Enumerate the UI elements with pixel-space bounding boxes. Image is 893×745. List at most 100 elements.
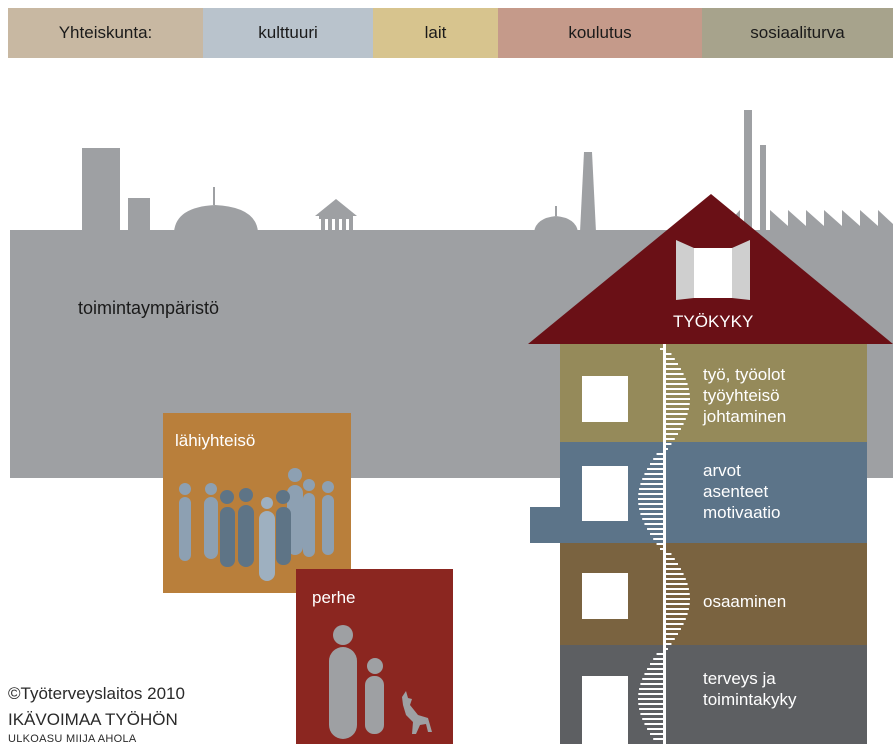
stair-step bbox=[660, 348, 664, 350]
credits-layout: ULKOASU MIIJA AHOLA bbox=[8, 733, 137, 745]
dome-building bbox=[174, 205, 258, 232]
stair-step bbox=[664, 588, 689, 590]
stair-step bbox=[638, 503, 664, 505]
stair-step bbox=[639, 708, 664, 710]
floor-2-line-3: motivaatio bbox=[703, 503, 781, 522]
stair-step bbox=[647, 728, 664, 730]
window-floor-1 bbox=[582, 376, 628, 422]
second-chimney bbox=[760, 145, 766, 234]
floor-4-line-2: toimintakyky bbox=[703, 690, 797, 709]
stair-step bbox=[656, 543, 664, 545]
stair-step bbox=[638, 493, 664, 495]
roof-window-icon bbox=[676, 240, 750, 300]
stair-step bbox=[664, 448, 668, 450]
window-floor-2 bbox=[582, 466, 628, 521]
floor-1-line-2: työyhteisö bbox=[703, 386, 780, 405]
stair-step bbox=[642, 718, 664, 720]
stair-step bbox=[664, 393, 690, 395]
stair-step bbox=[664, 648, 668, 650]
stair-step bbox=[664, 563, 678, 565]
floor-3-line-1: osaaminen bbox=[703, 592, 787, 611]
stair-step bbox=[664, 398, 690, 400]
stair-step bbox=[664, 558, 675, 560]
stair-step bbox=[640, 483, 664, 485]
culture-tab: kulttuuri bbox=[203, 8, 373, 58]
stair-step bbox=[664, 413, 688, 415]
small-dome bbox=[534, 216, 578, 232]
stair-step bbox=[664, 603, 690, 605]
stair-step bbox=[664, 633, 678, 635]
stair-step bbox=[664, 613, 688, 615]
stair-step bbox=[642, 678, 664, 680]
community-label: lähiyhteisö bbox=[175, 431, 256, 450]
stair-step bbox=[640, 713, 664, 715]
laws-tab: lait bbox=[373, 8, 498, 58]
stair-step bbox=[664, 443, 672, 445]
society-label: Yhteiskunta: bbox=[58, 23, 153, 42]
stair-step bbox=[664, 598, 690, 600]
dome-spire bbox=[213, 187, 215, 205]
stair-step bbox=[664, 623, 684, 625]
stair-step bbox=[642, 478, 664, 480]
stair-step bbox=[664, 358, 675, 360]
community-box: lähiyhteisö bbox=[163, 413, 351, 593]
stair-step bbox=[656, 653, 664, 655]
stair-step bbox=[644, 473, 664, 475]
stair-step bbox=[664, 378, 686, 380]
stair-step bbox=[639, 688, 664, 690]
stair-step bbox=[644, 673, 664, 675]
stair-step bbox=[664, 363, 678, 365]
chimney bbox=[580, 152, 596, 232]
family-people-icon bbox=[329, 625, 432, 739]
family-label: perhe bbox=[312, 588, 356, 607]
stair-step bbox=[638, 698, 664, 700]
copyright-text: ©Työterveyslaitos 2010 bbox=[8, 684, 185, 703]
stair-step bbox=[650, 663, 664, 665]
stair-step bbox=[653, 538, 664, 540]
staircase bbox=[638, 348, 690, 740]
social-security-label: sosiaaliturva bbox=[750, 23, 845, 42]
stair-step bbox=[664, 553, 672, 555]
stair-step bbox=[653, 738, 664, 740]
stair-step bbox=[664, 638, 675, 640]
pavilion-roof bbox=[315, 199, 357, 216]
stair-step bbox=[647, 468, 664, 470]
floor-3-text: osaaminen bbox=[703, 591, 786, 612]
stair-step bbox=[664, 593, 690, 595]
credits-title: IKÄVOIMAA TYÖHÖN bbox=[8, 710, 178, 729]
stair-step bbox=[664, 568, 681, 570]
education-label: koulutus bbox=[568, 23, 632, 42]
tall-chimney bbox=[744, 110, 752, 234]
stair-step bbox=[664, 403, 690, 405]
stair-step bbox=[642, 518, 664, 520]
stair-step bbox=[664, 573, 684, 575]
stair-step bbox=[664, 423, 684, 425]
stair-step bbox=[638, 693, 664, 695]
window-floor-3 bbox=[582, 573, 628, 619]
stair-step bbox=[650, 533, 664, 535]
stair-step bbox=[664, 583, 688, 585]
stair-step bbox=[664, 418, 686, 420]
stair-step bbox=[664, 608, 689, 610]
stair-step bbox=[644, 723, 664, 725]
small-building bbox=[128, 198, 150, 232]
floor-2-text: arvot asenteet motivaatio bbox=[703, 460, 780, 523]
stair-step bbox=[638, 703, 664, 705]
stair-step bbox=[664, 578, 686, 580]
laws-label: lait bbox=[424, 23, 447, 42]
floor-1-line-3: johtaminen bbox=[703, 407, 787, 426]
stair-step bbox=[640, 683, 664, 685]
stair-step bbox=[664, 373, 684, 375]
stair-step bbox=[664, 618, 686, 620]
door bbox=[582, 676, 628, 744]
stair-step bbox=[664, 353, 672, 355]
stair-step bbox=[647, 668, 664, 670]
community-people-icon bbox=[179, 468, 334, 581]
stair-step bbox=[664, 388, 689, 390]
floor-4-line-1: terveys ja bbox=[703, 669, 776, 688]
society-label-tab: Yhteiskunta: bbox=[8, 8, 203, 58]
balcony bbox=[530, 507, 562, 543]
stair-step bbox=[664, 433, 678, 435]
stair-step bbox=[653, 658, 664, 660]
